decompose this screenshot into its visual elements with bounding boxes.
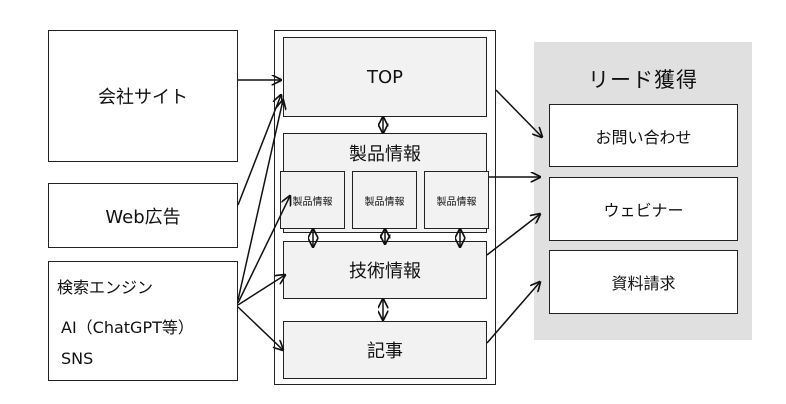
page-articles: 記事	[283, 321, 487, 379]
lead-webinar: ウェビナー	[549, 177, 738, 241]
source-search-ai-sns: 検索エンジン AI（ChatGPT等） SNS	[48, 261, 238, 381]
page-product-item-1: 製品情報	[280, 171, 345, 229]
page-product-item-3: 製品情報	[424, 171, 489, 229]
page-products-label: 製品情報	[349, 144, 421, 165]
page-product-item-3-label: 製品情報	[436, 196, 477, 208]
page-product-item-1-label: 製品情報	[292, 196, 333, 208]
source-search-engine-label: 検索エンジン	[57, 278, 154, 297]
page-top-label: TOP	[366, 66, 404, 88]
lead-contact-label: お問い合わせ	[595, 127, 692, 147]
lead-acquisition-title: リード獲得	[588, 68, 698, 92]
page-articles-label: 記事	[367, 341, 403, 362]
page-product-item-2: 製品情報	[352, 171, 417, 229]
lead-document-request: 資料請求	[549, 250, 738, 314]
page-tech-info-label: 技術情報	[349, 261, 421, 282]
source-ai-label: AI（ChatGPT等）	[61, 318, 194, 337]
source-web-ads-label: Web広告	[105, 206, 181, 228]
lead-document-request-label: 資料請求	[611, 274, 676, 293]
page-product-item-2-label: 製品情報	[364, 196, 405, 208]
lead-contact: お問い合わせ	[549, 104, 738, 167]
source-sns-label: SNS	[61, 349, 94, 368]
source-company-site-label: 会社サイト	[98, 87, 188, 108]
source-web-ads: Web広告	[48, 183, 238, 248]
page-top: TOP	[283, 37, 487, 117]
source-company-site: 会社サイト	[48, 30, 238, 162]
lead-webinar-label: ウェビナー	[603, 201, 684, 220]
page-tech-info: 技術情報	[283, 241, 487, 299]
